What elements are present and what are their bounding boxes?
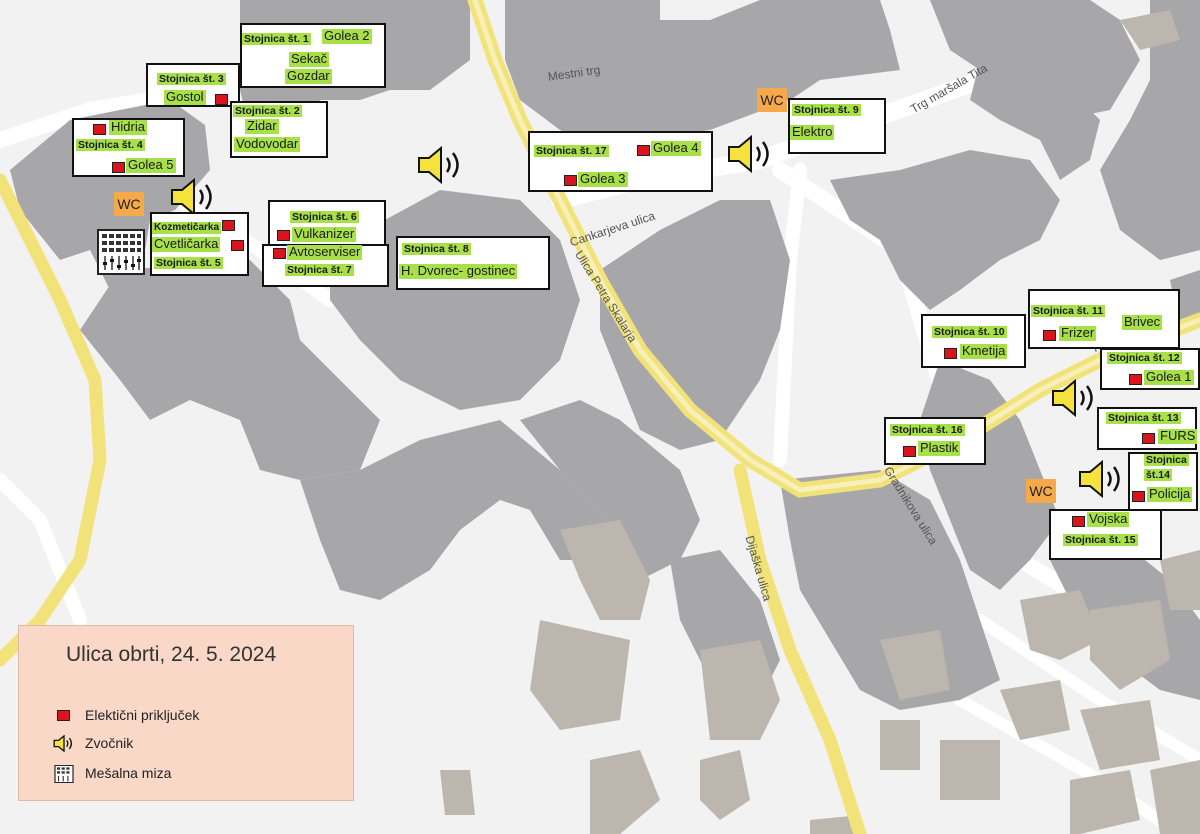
stall-9-vendor-elektro: Elektro: [790, 124, 835, 140]
speaker-icon: [418, 146, 459, 184]
stall-7-title: Stojnica št. 7: [285, 264, 354, 277]
stall-14-title: Stojnica: [1144, 454, 1189, 467]
stall-4-vendor-hidria: Hidria: [109, 119, 147, 135]
stall-10-vendor-kmetija: Kmetija: [960, 343, 1008, 359]
stall-5-vendor-cvetlicarka: Cvetličarka: [152, 236, 221, 252]
power-outlet-icon: [273, 248, 286, 259]
power-outlet-icon: [903, 446, 916, 457]
speaker-icon: [171, 178, 212, 216]
power-outlet-icon: [277, 230, 290, 241]
stall-15-vendor-vojska: Vojska: [1087, 511, 1130, 527]
stall-11-title: Stojnica št. 11: [1031, 305, 1106, 318]
wc-marker: WC: [1026, 479, 1056, 503]
speaker-icon: [1079, 460, 1120, 498]
power-outlet-icon: [112, 162, 125, 173]
power-outlet-icon: [1043, 330, 1056, 341]
power-outlet-icon: [1142, 433, 1155, 444]
wc-marker: WC: [757, 88, 787, 112]
power-outlet-icon: [231, 240, 244, 251]
stall-1-title: Stojnica št. 1: [242, 33, 311, 46]
power-outlet-icon: [222, 220, 235, 231]
stall-16-title: Stojnica št. 16: [890, 424, 965, 437]
speaker-icon: [1052, 379, 1093, 417]
power-outlet-icon: [93, 124, 106, 135]
stall-17-vendor-golea-3: Golea 3: [578, 171, 628, 187]
legend-title: Ulica obrti, 24. 5. 2024: [66, 643, 277, 666]
stall-1-vendor-sekac: Sekač: [289, 51, 330, 67]
stall-8-title: Stojnica št. 8: [402, 243, 471, 256]
stall-5-title: Stojnica št. 5: [154, 257, 223, 270]
legend-plug-label: Elektični priključek: [85, 707, 200, 723]
legend-speaker-label: Zvočnik: [85, 735, 134, 751]
wc-marker: WC: [114, 192, 144, 216]
stall-10-title: Stojnica št. 10: [932, 326, 1007, 339]
power-outlet-icon: [215, 94, 228, 105]
stall-13-vendor-furs: FURS: [1158, 428, 1198, 444]
stall-13-title: Stojnica št. 13: [1106, 412, 1181, 425]
stall-1-vendor-golea-2: Golea 2: [322, 28, 372, 44]
stall-2-vendor-vodovodar: Vodovodar: [234, 136, 301, 152]
power-outlet-icon: [57, 710, 70, 721]
stall-3-title: Stojnica št. 3: [157, 73, 226, 86]
stall-6-vendor-vulkanizer: Vulkanizer: [292, 226, 357, 242]
power-outlet-icon: [1129, 374, 1142, 385]
power-outlet-icon: [637, 145, 650, 156]
stall-12-vendor-golea-1: Golea 1: [1144, 369, 1194, 385]
map-legend: Ulica obrti, 24. 5. 2024 Elektični prikl…: [18, 625, 354, 801]
legend-mixer-label: Mešalna miza: [85, 765, 172, 781]
mixer-icon: [54, 765, 74, 783]
stall-8-vendor-h-dvorec: H. Dvorec- gostinec: [399, 263, 518, 279]
stall-11-vendor-frizer: Frizer: [1059, 325, 1097, 341]
stall-4-title: Stojnica št. 4: [76, 139, 145, 152]
power-outlet-icon: [564, 175, 577, 186]
stall-2-vendor-zidar: Zidar: [245, 118, 279, 134]
stall-7-vendor-avtoserviser: Avtoserviser: [287, 244, 363, 260]
speaker-icon: [53, 735, 73, 752]
stall-9-title: Stojnica št. 9: [792, 104, 861, 117]
power-outlet-icon: [944, 348, 957, 359]
stall-2-title: Stojnica št. 2: [233, 105, 302, 118]
stall-14-title-number: št.14: [1144, 469, 1172, 482]
stall-12-title: Stojnica št. 12: [1107, 352, 1182, 365]
stall-17-title: Stojnica št. 17: [534, 145, 609, 158]
speaker-icon: [728, 135, 769, 173]
power-outlet-icon: [1072, 516, 1085, 527]
mixer-icon: [97, 229, 145, 275]
stall-11-vendor-brivec: Brivec: [1122, 314, 1163, 330]
stall-1-vendor-gozdar: Gozdar: [285, 68, 332, 84]
stall-4-vendor-golea-5: Golea 5: [126, 157, 176, 173]
stall-14-vendor-policija: Policija: [1147, 486, 1193, 502]
power-outlet-icon: [1132, 491, 1145, 502]
main-roads-edge: [472, 0, 1200, 493]
stall-10[interactable]: [921, 314, 1026, 368]
stall-17-vendor-golea-4: Golea 4: [651, 140, 701, 156]
stall-16-vendor-plastik: Plastik: [918, 440, 961, 456]
stall-6-title: Stojnica št. 6: [290, 211, 359, 224]
buildings-light: [440, 10, 1200, 834]
stall-5-vendor-kozmeticarka: Kozmetičarka: [152, 222, 222, 234]
stall-3-vendor-gostol: Gostol: [164, 89, 206, 105]
stall-15-title: Stojnica št. 15: [1063, 534, 1138, 547]
